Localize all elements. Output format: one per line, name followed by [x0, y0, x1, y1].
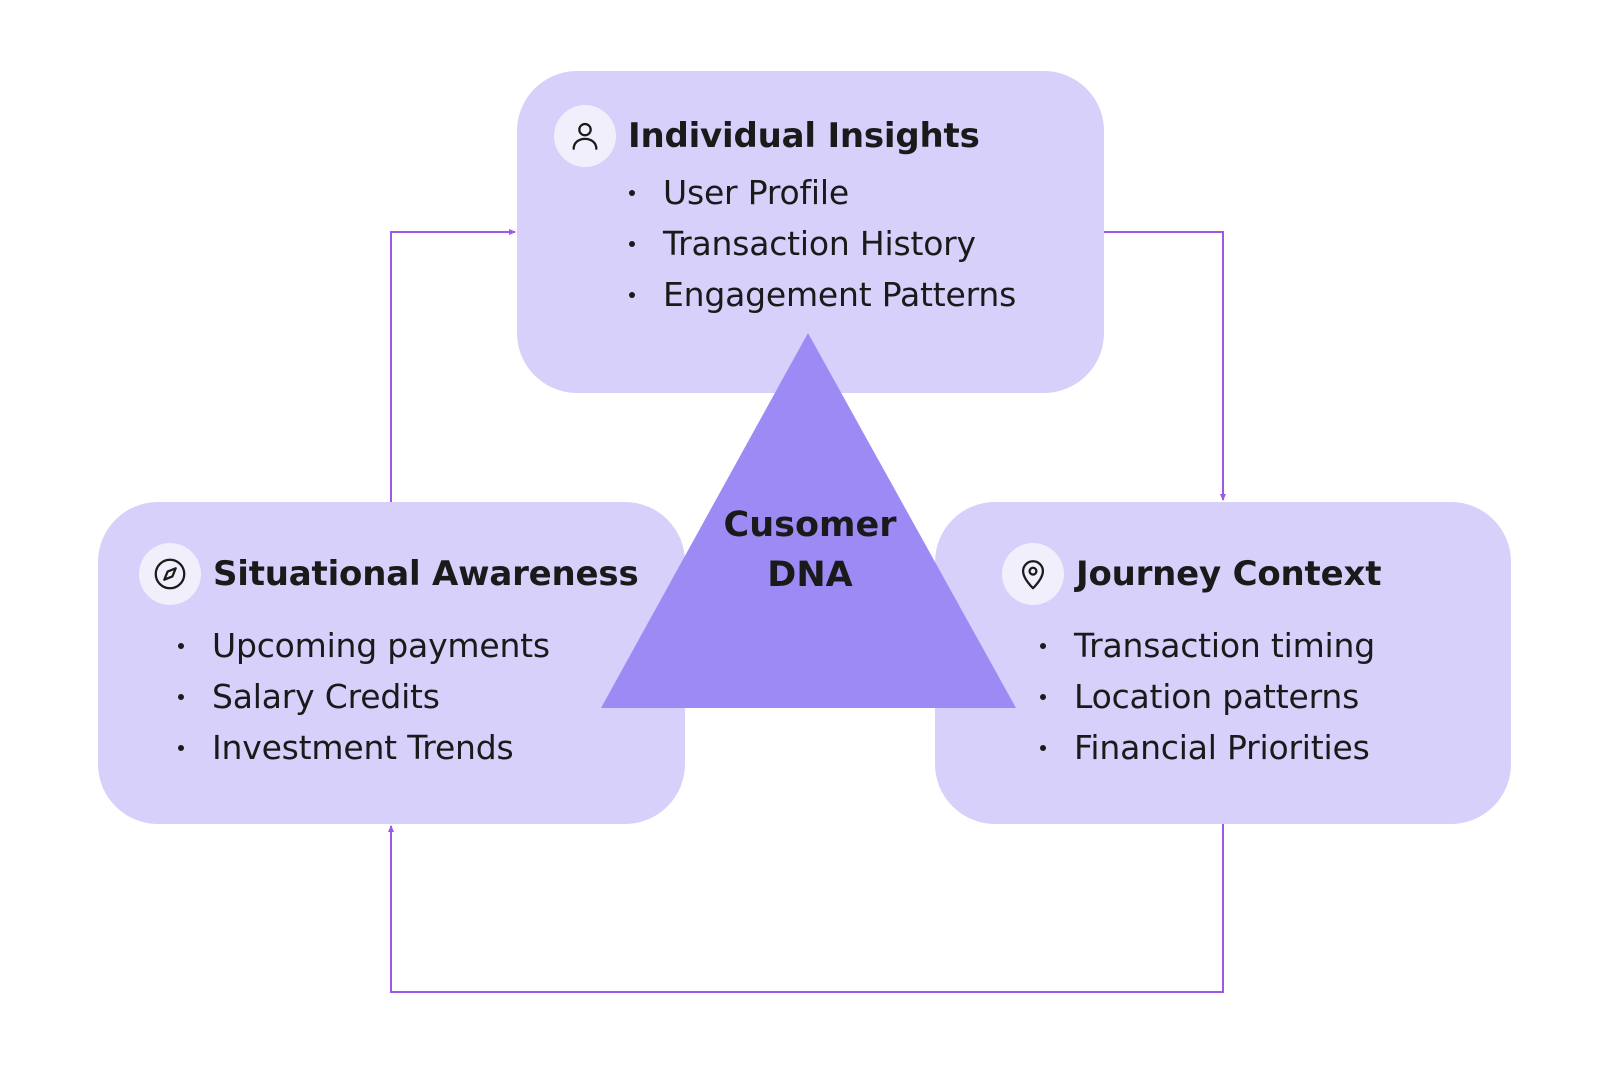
list-item: Location patterns	[1040, 671, 1375, 722]
bullet-icon	[178, 642, 184, 649]
situational-awareness-title: Situational Awareness	[213, 554, 639, 594]
center-label-line2: DNA	[767, 555, 853, 595]
individual-insights-list: User Profile Transaction History Engagem…	[629, 167, 1016, 320]
journey-context-header: Journey Context	[1002, 543, 1381, 605]
list-item: Upcoming payments	[178, 620, 550, 671]
center-label-line1: Cusomer	[723, 505, 897, 545]
bullet-icon	[1040, 642, 1046, 649]
individual-insights-card: Individual Insights User Profile Transac…	[517, 71, 1104, 393]
journey-context-list: Transaction timing Location patterns Fin…	[1040, 620, 1375, 773]
list-item: Engagement Patterns	[629, 269, 1016, 320]
journey-context-card: Journey Context Transaction timing Locat…	[935, 502, 1511, 824]
bullet-icon	[629, 240, 635, 247]
bullet-icon	[629, 291, 635, 298]
list-item: Investment Trends	[178, 722, 550, 773]
list-item: Transaction timing	[1040, 620, 1375, 671]
compass-icon	[139, 543, 201, 605]
user-icon	[554, 105, 616, 167]
connector-situational-to-individual	[390, 229, 516, 502]
bullet-icon	[1040, 744, 1046, 751]
situational-awareness-list: Upcoming payments Salary Credits Investm…	[178, 620, 550, 773]
list-item: Financial Priorities	[1040, 722, 1375, 773]
bullet-icon	[178, 693, 184, 700]
situational-awareness-header: Situational Awareness	[139, 543, 639, 605]
connector-individual-to-journey	[1104, 231, 1226, 501]
connector-journey-to-situational	[388, 824, 1224, 993]
list-item: User Profile	[629, 167, 1016, 218]
bullet-icon	[629, 189, 635, 196]
situational-awareness-card: Situational Awareness Upcoming payments …	[98, 502, 685, 824]
individual-insights-title: Individual Insights	[628, 116, 980, 156]
bullet-icon	[178, 744, 184, 751]
bullet-icon	[1040, 693, 1046, 700]
list-item: Transaction History	[629, 218, 1016, 269]
journey-context-title: Journey Context	[1076, 554, 1382, 594]
map-pin-icon	[1002, 543, 1064, 605]
individual-insights-header: Individual Insights	[554, 105, 980, 167]
list-item: Salary Credits	[178, 671, 550, 722]
customer-dna-label: Cusomer DNA	[690, 500, 930, 600]
